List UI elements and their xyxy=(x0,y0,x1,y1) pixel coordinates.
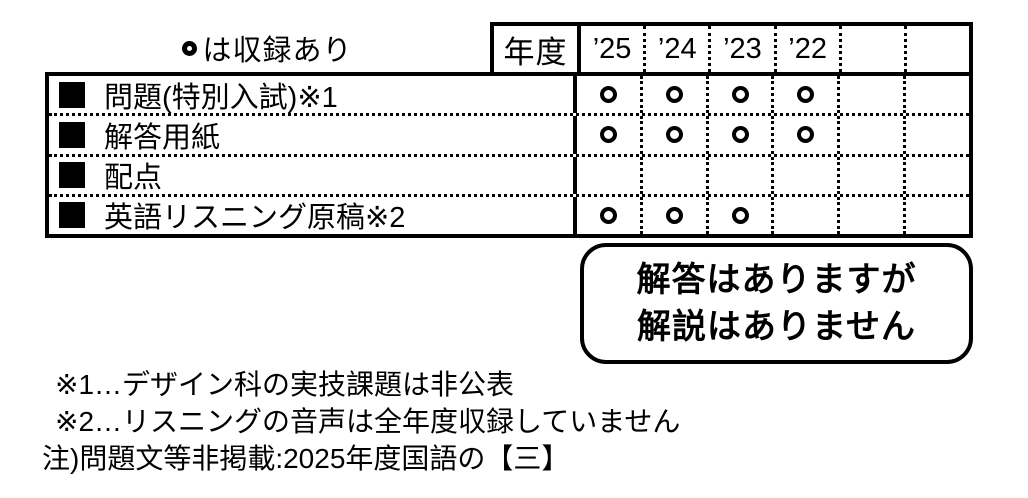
availability-table: 問題(特別入試)※1 解答用紙配点英語リスニング原稿※2 xyxy=(45,72,973,238)
mark-cell-empty xyxy=(771,196,837,234)
mark-cell-empty xyxy=(771,156,837,194)
row-label-text: 配点 xyxy=(104,162,163,194)
mark-cell-empty xyxy=(903,196,969,234)
mark-cell-empty xyxy=(639,156,706,194)
mark-cell-included xyxy=(577,76,640,113)
table-row: 問題(特別入試)※1 xyxy=(49,76,969,114)
legend-text: は収録あり xyxy=(202,35,353,67)
included-circle-icon xyxy=(797,86,815,104)
included-circle-icon xyxy=(599,86,617,104)
bullet-square-icon xyxy=(59,162,85,189)
mark-cell-empty xyxy=(903,116,969,154)
mark-cell-empty xyxy=(705,156,772,194)
mark-cell-empty xyxy=(837,76,903,114)
included-circle-icon xyxy=(599,206,617,224)
row-label-text: 解答用紙 xyxy=(104,121,221,154)
mark-cell-included xyxy=(577,116,640,153)
mark-cell-included xyxy=(577,197,640,234)
mark-cell-empty xyxy=(837,196,903,234)
callout-line2: 解説はありません xyxy=(637,307,916,346)
included-circle-icon xyxy=(731,86,749,104)
year-column-’23: ’23 xyxy=(708,26,773,72)
year-header-row: ’25 ’24’23’22 xyxy=(581,22,973,72)
bullet-square-icon xyxy=(59,202,85,229)
mark-cell-included xyxy=(771,116,837,154)
mark-cell-included xyxy=(771,76,837,114)
table-row: 英語リスニング原稿※2 xyxy=(49,193,969,234)
year-column-’25: ’25 xyxy=(592,32,632,65)
bullet-square-icon xyxy=(59,121,85,148)
mark-cell-included xyxy=(705,116,772,154)
row-label: 英語リスニング原稿※2 xyxy=(49,196,577,234)
bullet-square-icon xyxy=(59,81,85,108)
row-label: 配点 xyxy=(49,156,577,194)
table-row: 配点 xyxy=(49,153,969,194)
year-column-empty-4 xyxy=(838,26,904,72)
footnote-1: ※1…デザイン科の実技課題は非公表 xyxy=(55,369,515,400)
included-circle-icon xyxy=(665,206,683,224)
row-label-text: 英語リスニング原稿※2 xyxy=(104,202,406,234)
mark-cell-empty xyxy=(577,157,640,194)
footnotes: ※1…デザイン科の実技課題は非公表 ※2…リスニングの音声は全年度収録していませ… xyxy=(42,366,680,477)
included-circle-icon xyxy=(665,126,683,144)
row-label-text: 問題(特別入試)※1 xyxy=(104,81,338,114)
mark-cell-included xyxy=(705,196,772,234)
footnote-note: 注)問題文等非掲載:2025年度国語の【三】 xyxy=(42,443,570,474)
year-column-’22: ’22 xyxy=(773,26,839,72)
year-header-label: 年度 xyxy=(490,22,581,76)
included-circle-icon xyxy=(731,206,749,224)
mark-cell-empty xyxy=(903,76,969,114)
mark-cell-included xyxy=(639,196,706,234)
year-column-’24: ’24 xyxy=(643,26,708,72)
table-row: 解答用紙 xyxy=(49,113,969,154)
mark-cell-included xyxy=(639,116,706,154)
footnote-2: ※2…リスニングの音声は全年度収録していません xyxy=(55,406,681,437)
mark-cell-empty xyxy=(903,156,969,194)
included-circle-icon xyxy=(599,126,617,144)
mark-cell-included xyxy=(705,76,772,114)
year-header-label-text: 年度 xyxy=(503,34,568,70)
mark-cell-empty xyxy=(837,156,903,194)
callout-bubble: 解答はありますが 解説はありません xyxy=(580,243,973,364)
mark-cell-empty xyxy=(837,116,903,154)
callout-line1: 解答はありますが xyxy=(636,260,917,299)
circle-outline-icon xyxy=(182,40,198,56)
included-circle-icon xyxy=(665,86,683,104)
mark-cell-included xyxy=(639,76,706,114)
row-label: 問題(特別入試)※1 xyxy=(49,76,577,114)
included-circle-icon xyxy=(731,126,749,144)
legend: は収録あり xyxy=(45,26,490,70)
year-column-empty-5 xyxy=(903,26,969,72)
included-circle-icon xyxy=(797,126,815,144)
row-label: 解答用紙 xyxy=(49,116,577,154)
